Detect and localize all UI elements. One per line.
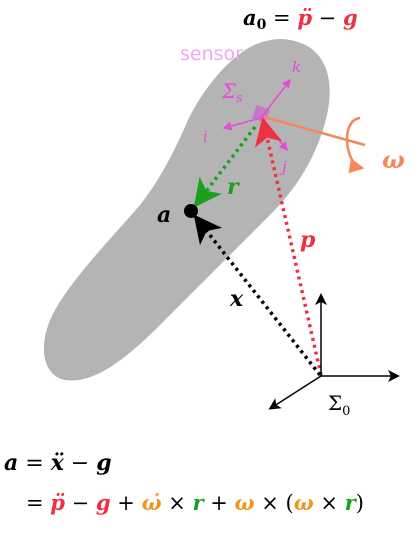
top-formula-g: g	[343, 5, 358, 30]
top-formula-lhs: a	[243, 5, 257, 30]
sigma-s-sub: s	[236, 91, 243, 106]
eq2-minus: −	[65, 491, 96, 515]
eq1-eq: =	[18, 451, 50, 476]
eq2-plus2: +	[204, 491, 235, 515]
eq1-minus: −	[64, 451, 96, 476]
axis-k-label: k	[292, 58, 301, 76]
eq2-g: g	[96, 490, 111, 515]
eq2-plus1: +	[111, 491, 142, 515]
point-a	[184, 204, 198, 218]
sigma-s-sym: Σ	[221, 79, 237, 103]
eq1-xdd: ẍ	[50, 450, 65, 476]
equation-line-2: = p̈ − g + ω̇ × r + ω × (ω × r)	[26, 490, 364, 515]
sigma-0-label: Σ0	[328, 391, 350, 419]
eq2-omega1: ω	[235, 490, 255, 515]
x-label: x	[229, 286, 244, 312]
eq2-r2: r	[345, 490, 358, 515]
eq1-lhs: a	[4, 450, 18, 476]
r-label: r	[227, 174, 240, 200]
sigma-0-sym: Σ	[328, 391, 342, 415]
sigma-s-label: Σs	[221, 79, 243, 106]
top-formula-lhs-sub: 0	[257, 17, 267, 33]
p-label: p	[300, 227, 316, 253]
eq2-eq: =	[26, 491, 50, 515]
omega-rotation-arc	[345, 116, 365, 174]
eq2-times1: ×	[162, 491, 193, 515]
top-formula: a0 = p̈ − g	[243, 5, 358, 33]
a-label: a	[157, 202, 171, 228]
top-formula-minus: −	[312, 6, 343, 30]
eq2-r1: r	[193, 490, 206, 515]
eq2-close: )	[356, 491, 364, 515]
top-formula-eq: =	[266, 6, 297, 30]
r-vector	[193, 125, 257, 208]
eq2-pdd: p̈	[50, 490, 65, 515]
axis-i-line	[222, 117, 262, 131]
eq2-omega-dot: ω̇	[142, 490, 162, 515]
sigma-0-sub: 0	[342, 404, 350, 419]
eq2-times2: × (	[255, 491, 294, 515]
omega-label: ω	[382, 145, 405, 174]
top-formula-pdd: p̈	[297, 5, 312, 30]
axis-i-label: i	[203, 128, 208, 146]
p-vector	[254, 117, 323, 376]
eq2-omega2: ω	[294, 490, 314, 515]
equation-line-1: a = ẍ − g	[4, 450, 112, 476]
world-axis-down-left	[268, 375, 322, 410]
axis-j-label: j	[279, 158, 287, 176]
x-vector	[193, 214, 322, 377]
eq1-g: g	[96, 450, 111, 476]
axis-k-line	[260, 78, 291, 119]
eq2-times3: ×	[314, 491, 345, 515]
sensor-label: sensor	[180, 43, 243, 65]
